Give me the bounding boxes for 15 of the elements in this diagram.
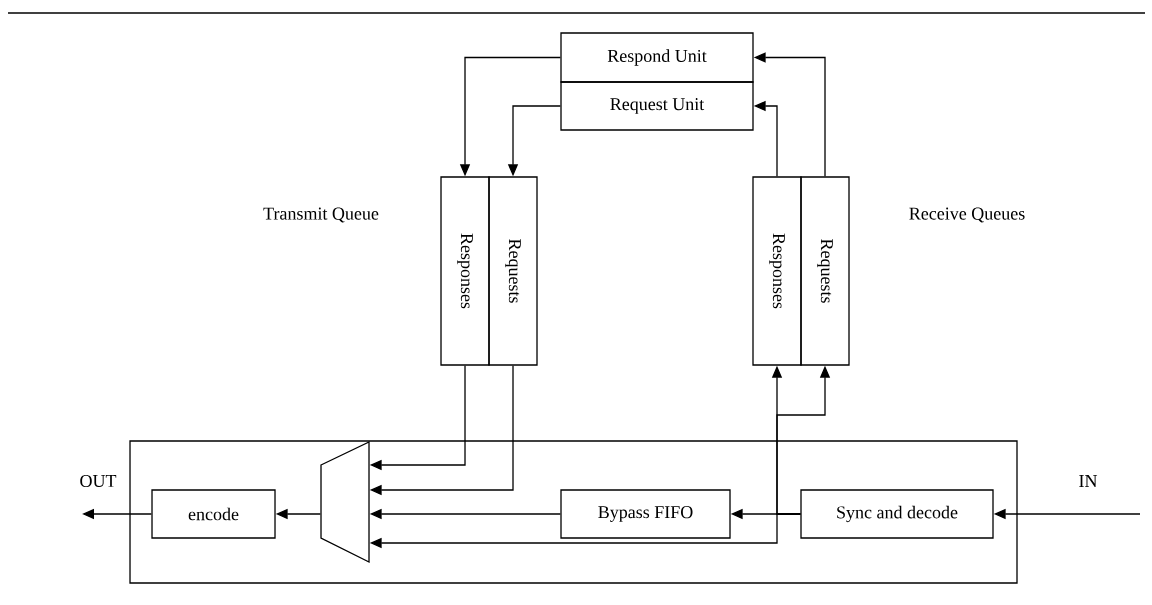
- multiplexer: [320, 440, 370, 564]
- process-box: encode: [151, 489, 276, 539]
- process-box: Sync and decode: [800, 489, 994, 539]
- unit-box: Respond Unit: [560, 32, 754, 83]
- unit-box: Request Unit: [560, 81, 754, 131]
- queue-box: Responses: [752, 176, 802, 366]
- text-label: IN: [1079, 475, 1098, 487]
- text-label: Receive Queues: [909, 207, 1025, 223]
- text-label: OUT: [80, 474, 117, 488]
- text-label: Transmit Queue: [263, 207, 379, 223]
- process-box: Bypass FIFO: [560, 489, 731, 539]
- queue-box: Requests: [800, 176, 850, 366]
- enclosure-box: [129, 440, 1018, 584]
- queue-box: Requests: [488, 176, 538, 366]
- queue-box: Responses: [440, 176, 490, 366]
